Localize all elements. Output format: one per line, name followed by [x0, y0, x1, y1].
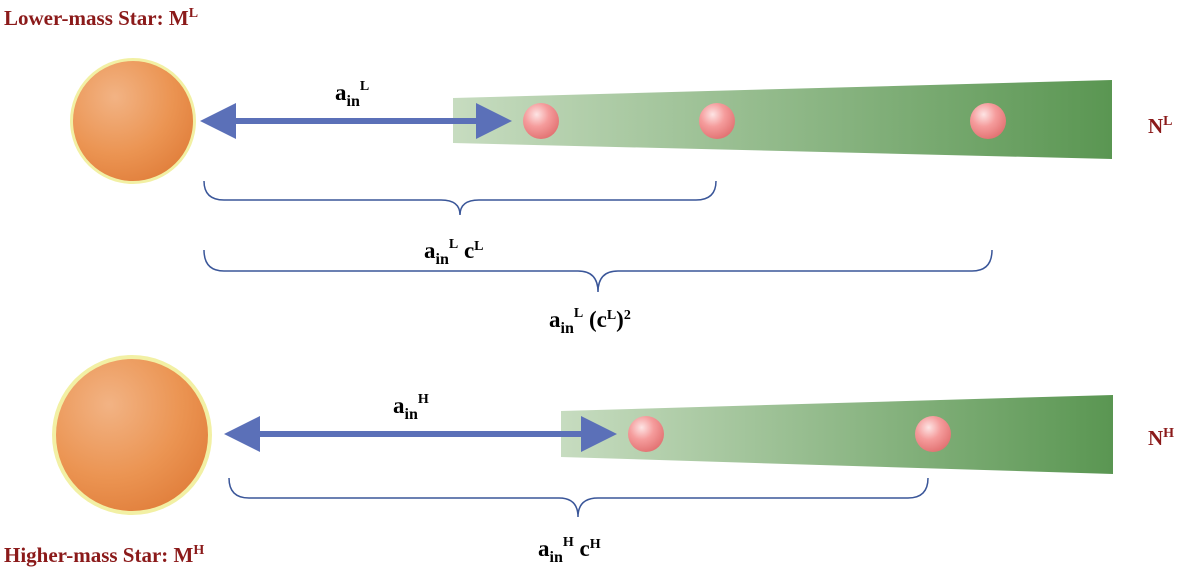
higher-planet-2-icon — [915, 416, 951, 452]
lower-planet-2-icon — [699, 103, 735, 139]
higher-title: Higher-mass Star: MH — [4, 543, 204, 567]
higher-star-icon — [56, 359, 208, 511]
higher-disk — [561, 395, 1113, 474]
lower-arrow-label: ainL — [335, 79, 369, 110]
lower-n-label: NL — [1148, 114, 1173, 138]
lower-planet-1-icon — [523, 103, 559, 139]
higher-arrow-label: ainH — [393, 392, 429, 423]
higher-brace-1-label: ainH cH — [538, 535, 601, 566]
lower-planet-3-icon — [970, 103, 1006, 139]
lower-disk — [453, 80, 1112, 159]
higher-planet-1-icon — [628, 416, 664, 452]
lower-brace-2-icon — [203, 249, 993, 293]
lower-brace-1-label: ainL cL — [424, 237, 484, 268]
higher-brace-1-icon — [228, 477, 929, 518]
lower-brace-2-label: ainL (cL)2 — [549, 306, 631, 337]
lower-star-icon — [73, 61, 193, 181]
lower-title: Lower-mass Star: ML — [4, 6, 198, 30]
lower-brace-1-icon — [203, 180, 717, 216]
higher-n-label: NH — [1148, 426, 1174, 450]
